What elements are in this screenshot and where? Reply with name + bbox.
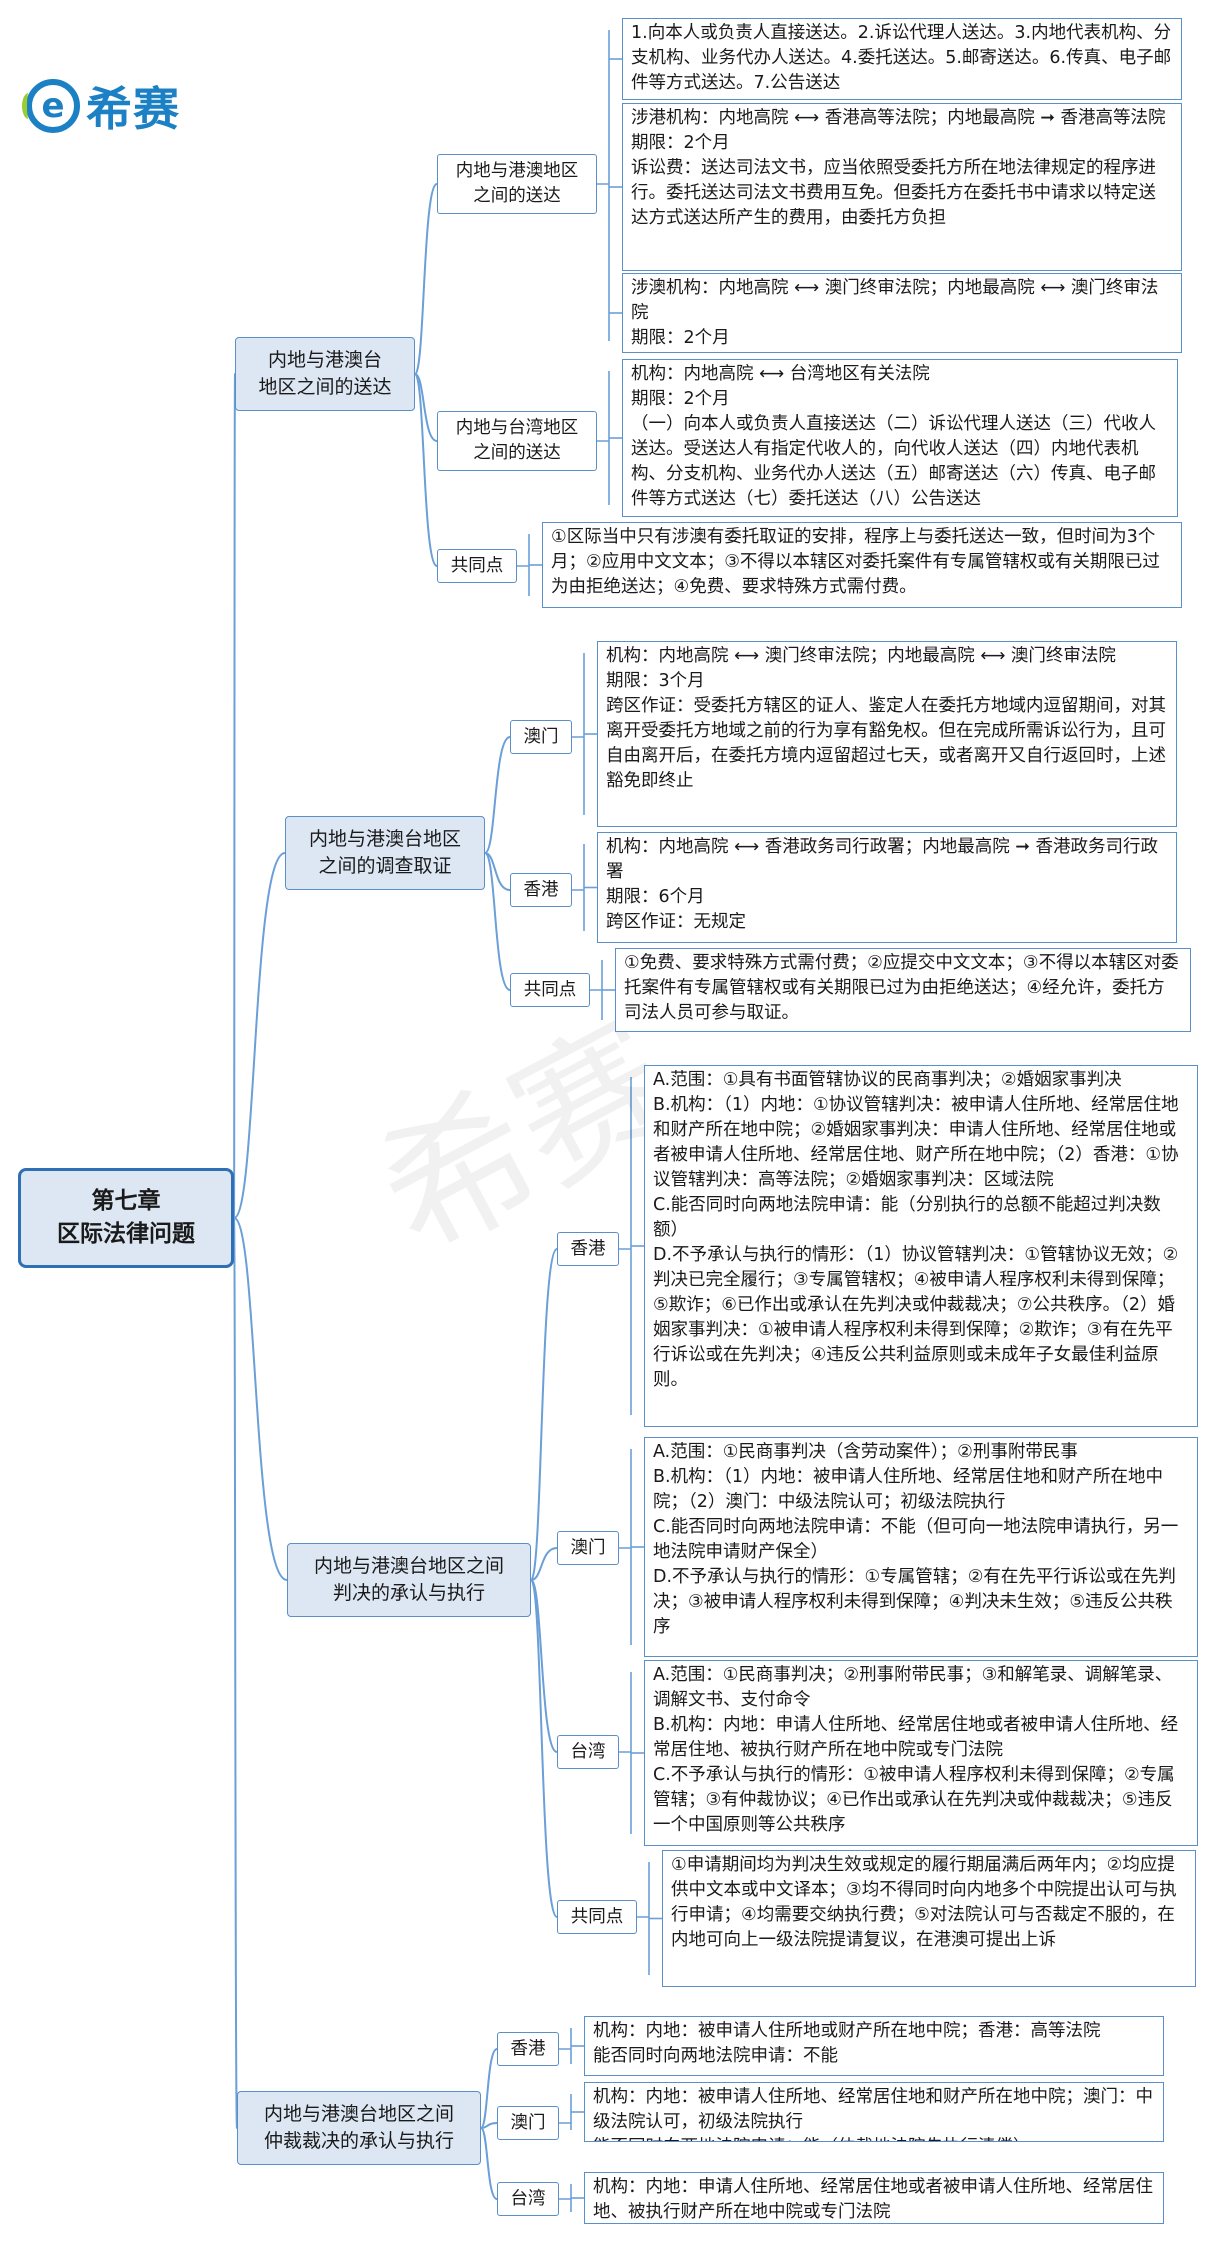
section-evidence-branch-2-note-0: ①免费、要求特殊方式需付费；②应提交中文文本；③不得以本辖区对委托案件有专属管辖… [615, 948, 1191, 1032]
section-evidence-branch-2-note-0-text: ①免费、要求特殊方式需付费；②应提交中文文本；③不得以本辖区对委托案件有专属管辖… [624, 953, 1179, 1023]
section-evidence-branch-1-text: 香港 [523, 879, 559, 900]
section-arbitration-branch-2-line [480, 2127, 498, 2200]
section-delivery-branch-2-note-0-text: ①区际当中只有涉澳有委托取证的安排，程序上与委托送达一致，但时间为3个月；②应用… [551, 527, 1160, 597]
root-to-section-judgment-line [233, 1217, 288, 1581]
section-arbitration-branch-1: 澳门 [497, 2106, 559, 2140]
section-judgment-branch-2-note-0-text: A.范围：①民商事判决；②刑事附带民事；③和解笔录、调解笔录、调解文书、支付命令… [653, 1665, 1179, 1835]
section-delivery-text: 内地与港澳台 地区之间的送达 [258, 349, 392, 398]
section-delivery-branch-0-note-0: 1.向本人或负责人直接送达。2.诉讼代理人送达。3.内地代表机构、分支机构、业务… [622, 18, 1182, 100]
section-arbitration-branch-2-bracket [559, 2184, 572, 2212]
section-judgment-branch-1-text: 澳门 [570, 1537, 606, 1558]
section-judgment-branch-3-text: 共同点 [570, 1906, 624, 1927]
section-delivery-branch-1-bracket [597, 371, 610, 505]
section-evidence-branch-1-note-0-text: 机构：内地高院 ⟷ 香港政务司行政署；内地最高院 ➞ 香港政务司行政署 期限：6… [606, 837, 1158, 932]
section-evidence-branch-2-line [484, 852, 511, 991]
section-delivery-branch-2-bracket [517, 534, 530, 596]
section-evidence: 内地与港澳台地区 之间的调查取证 [285, 816, 485, 890]
section-judgment: 内地与港澳台地区之间 判决的承认与执行 [287, 1543, 531, 1617]
section-judgment-branch-3-note-0: ①申请期间均为判决生效或规定的履行期届满后两年内；②均应提供中文本或中文译本；③… [662, 1850, 1196, 1987]
section-arbitration-branch-1-note-0-text: 机构：内地：被申请人住所地、经常居住地和财产所在地中院；澳门：中级法院认可，初级… [593, 2087, 1153, 2141]
section-arbitration: 内地与港澳台地区之间 仲裁裁决的承认与执行 [237, 2091, 481, 2165]
section-judgment-branch-1-note-0-text: A.范围：①民商事判决（含劳动案件）；②刑事附带民事 B.机构：（1）内地：被申… [653, 1442, 1179, 1637]
section-judgment-branch-3-line [530, 1579, 558, 1918]
section-delivery-branch-0-note-2-text: 涉澳机构：内地高院 ⟷ 澳门终审法院；内地最高院 ⟷ 澳门终审法院 期限：2个月 [631, 278, 1159, 348]
root-title-line1: 第七章 [91, 1188, 161, 1214]
section-delivery-branch-0-text: 内地与港澳地区 之间的送达 [455, 161, 579, 206]
section-delivery-branch-0: 内地与港澳地区 之间的送达 [437, 154, 597, 214]
section-judgment-branch-2-bracket [619, 1672, 632, 1834]
section-judgment-branch-1-bracket [619, 1449, 632, 1645]
section-evidence-branch-0-note-0-text: 机构：内地高院 ⟷ 澳门终审法院；内地最高院 ⟷ 澳门终审法院 期限：3个月 跨… [606, 646, 1166, 791]
section-evidence-branch-1-bracket [572, 844, 585, 931]
e-logo-icon: e [22, 79, 80, 133]
section-arbitration-branch-2: 台湾 [497, 2182, 559, 2216]
section-evidence-branch-1-line [484, 852, 511, 891]
section-judgment-branch-0: 香港 [557, 1232, 619, 1266]
brand-logo: e 希赛 [22, 76, 180, 136]
section-evidence-branch-0: 澳门 [510, 720, 572, 754]
section-delivery-branch-0-note-1: 涉港机构：内地高院 ⟷ 香港高等法院；内地最高院 ➞ 香港高等法院 期限：2个月… [622, 103, 1182, 271]
section-judgment-branch-1: 澳门 [557, 1531, 619, 1565]
section-delivery-branch-2-line [414, 373, 438, 567]
section-judgment-branch-2-line [530, 1579, 558, 1753]
section-arbitration-branch-0-note-0-text: 机构：内地：被申请人住所地或财产所在地中院；香港：高等法院 能否同时向两地法院申… [593, 2021, 1101, 2066]
section-evidence-branch-1-note-0: 机构：内地高院 ⟷ 香港政务司行政署；内地最高院 ➞ 香港政务司行政署 期限：6… [597, 832, 1177, 943]
section-evidence-branch-0-bracket [572, 653, 585, 815]
section-arbitration-branch-0-note-0: 机构：内地：被申请人住所地或财产所在地中院；香港：高等法院 能否同时向两地法院申… [584, 2016, 1164, 2076]
section-delivery-branch-1-text: 内地与台湾地区 之间的送达 [455, 418, 579, 463]
root-to-section-evidence-line [233, 852, 286, 1219]
section-arbitration-branch-0-text: 香港 [510, 2038, 546, 2059]
section-judgment-branch-3-bracket [637, 1862, 650, 1975]
section-delivery-branch-2-note-0: ①区际当中只有涉澳有委托取证的安排，程序上与委托送达一致，但时间为3个月；②应用… [542, 522, 1182, 608]
section-judgment-text: 内地与港澳台地区之间 判决的承认与执行 [313, 1555, 504, 1604]
section-evidence-branch-0-text: 澳门 [523, 726, 559, 747]
section-delivery: 内地与港澳台 地区之间的送达 [235, 337, 415, 411]
section-delivery-branch-0-note-0-text: 1.向本人或负责人直接送达。2.诉讼代理人送达。3.内地代表机构、分支机构、业务… [631, 23, 1172, 93]
section-evidence-branch-0-note-0: 机构：内地高院 ⟷ 澳门终审法院；内地最高院 ⟷ 澳门终审法院 期限：3个月 跨… [597, 641, 1177, 827]
section-evidence-text: 内地与港澳台地区 之间的调查取证 [308, 828, 461, 877]
section-arbitration-branch-2-note-0-text: 机构：内地：申请人住所地、经常居住地或者被申请人住所地、经常居住地、被执行财产所… [593, 2177, 1153, 2222]
section-judgment-branch-3: 共同点 [557, 1900, 637, 1934]
section-delivery-branch-1-note-0: 机构：内地高院 ⟷ 台湾地区有关法院 期限：2个月 （一）向本人或负责人直接送达… [622, 359, 1178, 517]
section-delivery-branch-2-text: 共同点 [450, 555, 504, 576]
section-evidence-branch-2: 共同点 [510, 973, 590, 1007]
section-arbitration-text: 内地与港澳台地区之间 仲裁裁决的承认与执行 [263, 2103, 454, 2152]
section-arbitration-branch-2-note-0: 机构：内地：申请人住所地、经常居住地或者被申请人住所地、经常居住地、被执行财产所… [584, 2172, 1164, 2224]
section-delivery-branch-0-line [414, 183, 438, 375]
section-delivery-branch-0-note-2: 涉澳机构：内地高院 ⟷ 澳门终审法院；内地最高院 ⟷ 澳门终审法院 期限：2个月 [622, 273, 1182, 353]
section-judgment-branch-3-note-0-text: ①申请期间均为判决生效或规定的履行期届满后两年内；②均应提供中文本或中文译本；③… [671, 1855, 1177, 1950]
root-to-section-arbitration-line [233, 1217, 238, 2129]
section-delivery-branch-2: 共同点 [437, 549, 517, 583]
section-arbitration-branch-1-note-0: 机构：内地：被申请人住所地、经常居住地和财产所在地中院；澳门：中级法院认可，初级… [584, 2082, 1164, 2142]
section-judgment-branch-0-text: 香港 [570, 1238, 606, 1259]
section-judgment-branch-0-note-0: A.范围：①具有书面管辖协议的民商事判决；②婚姻家事判决 B.机构：（1）内地：… [644, 1065, 1198, 1427]
brand-name: 希赛 [86, 82, 180, 136]
section-arbitration-branch-0-bracket [559, 2028, 572, 2064]
section-delivery-branch-1-line [414, 373, 438, 442]
section-evidence-branch-1: 香港 [510, 873, 572, 907]
root-node: 第七章 区际法律问题 [18, 1168, 234, 1268]
section-judgment-branch-1-line [530, 1547, 558, 1581]
section-delivery-branch-0-bracket [597, 30, 610, 341]
section-judgment-branch-2: 台湾 [557, 1735, 619, 1769]
section-judgment-branch-0-note-0-text: A.范围：①具有书面管辖协议的民商事判决；②婚姻家事判决 B.机构：（1）内地：… [653, 1070, 1179, 1390]
section-judgment-branch-2-text: 台湾 [570, 1741, 606, 1762]
section-delivery-branch-0-note-1-text: 涉港机构：内地高院 ⟷ 香港高等法院；内地最高院 ➞ 香港高等法院 期限：2个月… [631, 108, 1166, 228]
root-title-line2: 区际法律问题 [57, 1221, 195, 1247]
section-arbitration-branch-2-text: 台湾 [510, 2188, 546, 2209]
section-arbitration-branch-0: 香港 [497, 2032, 559, 2066]
section-delivery-branch-1: 内地与台湾地区 之间的送达 [437, 411, 597, 471]
section-evidence-branch-2-text: 共同点 [523, 979, 577, 1000]
section-arbitration-branch-1-text: 澳门 [510, 2112, 546, 2133]
section-judgment-branch-1-note-0: A.范围：①民商事判决（含劳动案件）；②刑事附带民事 B.机构：（1）内地：被申… [644, 1437, 1198, 1657]
root-to-section-delivery-line [233, 373, 236, 1219]
section-arbitration-branch-0-line [480, 2048, 498, 2129]
section-arbitration-branch-1-bracket [559, 2094, 572, 2130]
section-evidence-branch-0-line [484, 736, 511, 854]
section-judgment-branch-0-line [530, 1248, 558, 1581]
section-judgment-branch-2-note-0: A.范围：①民商事判决；②刑事附带民事；③和解笔录、调解笔录、调解文书、支付命令… [644, 1660, 1198, 1846]
section-delivery-branch-1-note-0-text: 机构：内地高院 ⟷ 台湾地区有关法院 期限：2个月 （一）向本人或负责人直接送达… [631, 364, 1156, 509]
